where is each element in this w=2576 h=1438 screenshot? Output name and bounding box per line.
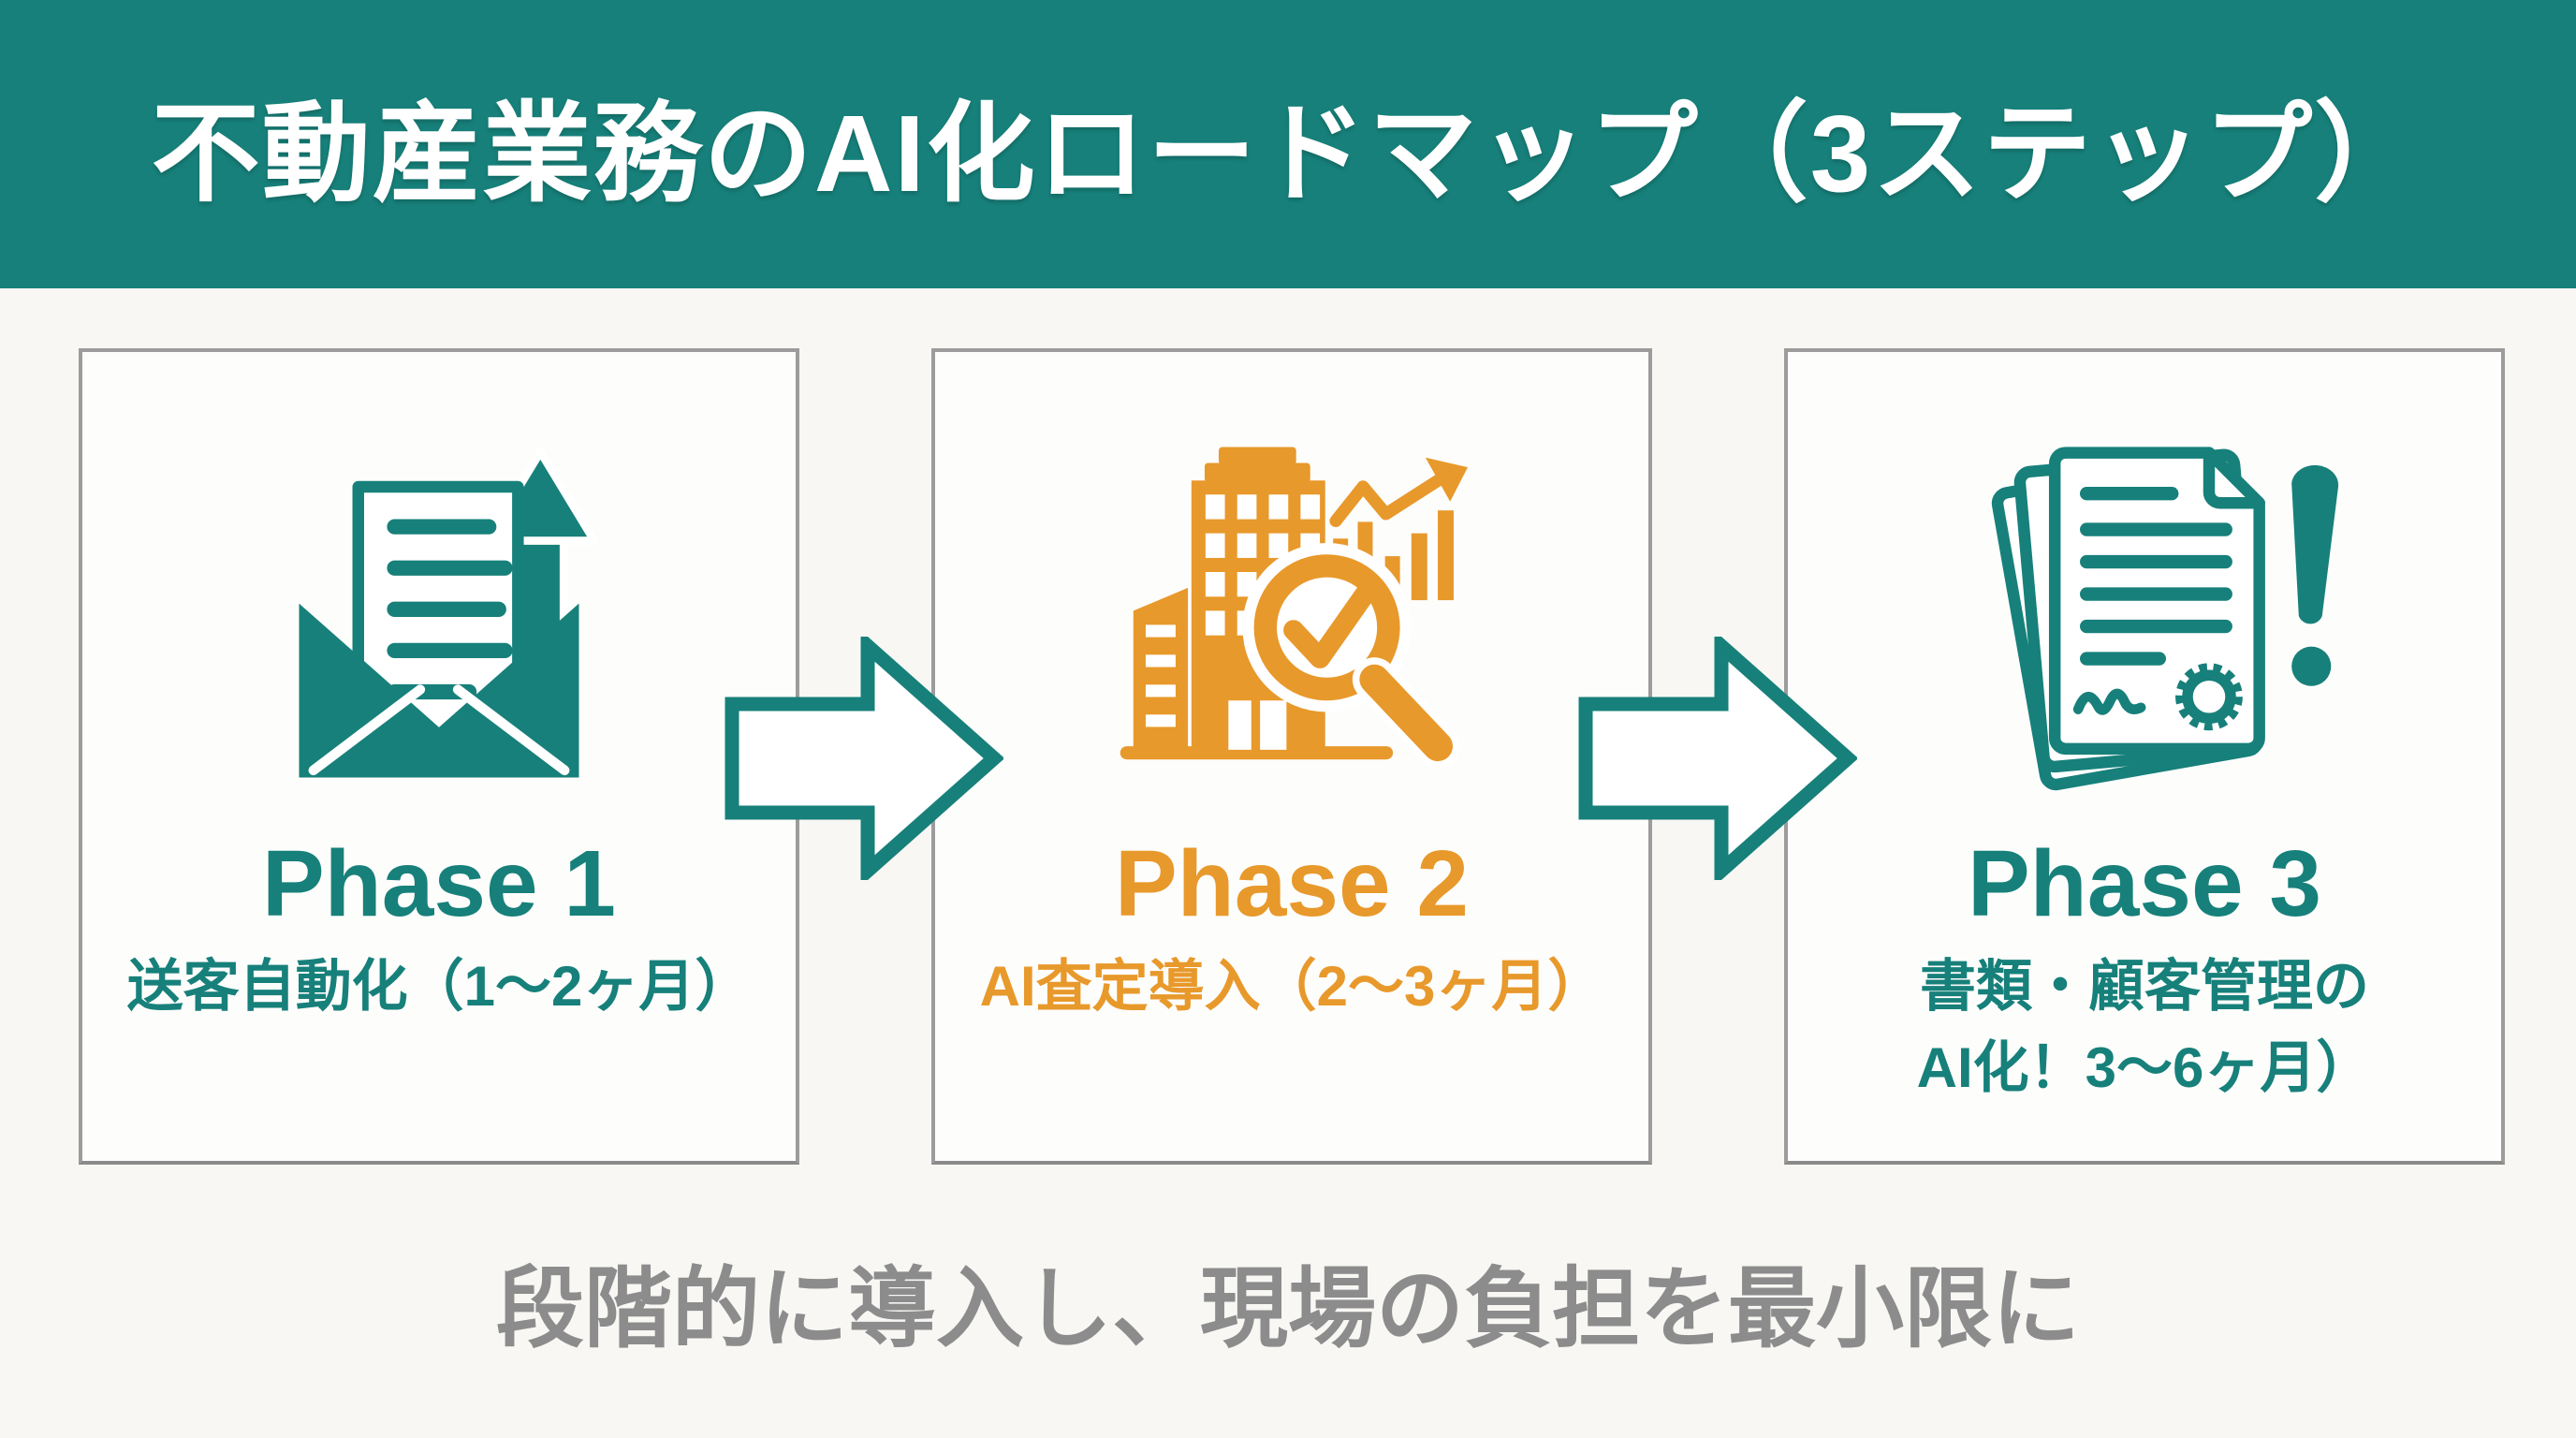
- phase2-subtitle: AI査定導入（2〜3ヶ月）: [979, 955, 1604, 1018]
- arrow-right-icon: [1578, 637, 1857, 880]
- phase2-card: Phase 2 AI査定導入（2〜3ヶ月）: [931, 348, 1652, 1165]
- documents-alert-icon: [1991, 447, 2339, 791]
- phase3-card: Phase 3 書類・顧客管理の AI化！3〜6ヶ月）: [1784, 348, 2505, 1165]
- phase1-card: Phase 1 送客自動化（1〜2ヶ月）: [79, 348, 799, 1165]
- page-title: 不動産業務のAI化ロードマップ（3ステップ）: [151, 93, 2425, 214]
- phase3-subtitle-line1: 書類・顧客管理の: [1920, 955, 2369, 1018]
- phase3-subtitle: 書類・顧客管理の AI化！3〜6ヶ月）: [1917, 946, 2373, 1108]
- phase3-label: Phase 3: [1967, 831, 2322, 936]
- phase1-subtitle: 送客自動化（1〜2ヶ月）: [126, 955, 752, 1018]
- header-band: 不動産業務のAI化ロードマップ（3ステップ）: [0, 0, 2576, 288]
- phase2-label: Phase 2: [1114, 831, 1470, 936]
- phase1-label: Phase 1: [261, 831, 617, 936]
- envelope-letter-up-arrow-icon: [299, 448, 599, 778]
- footer-caption: 段階的に導入し、現場の負担を最小限に: [495, 1259, 2080, 1357]
- phase3-subtitle-line2: AI化！3〜6ヶ月）: [1916, 1036, 2373, 1099]
- arrow-right-icon: [724, 637, 1003, 880]
- building-magnifier-chart-icon: [1120, 447, 1468, 769]
